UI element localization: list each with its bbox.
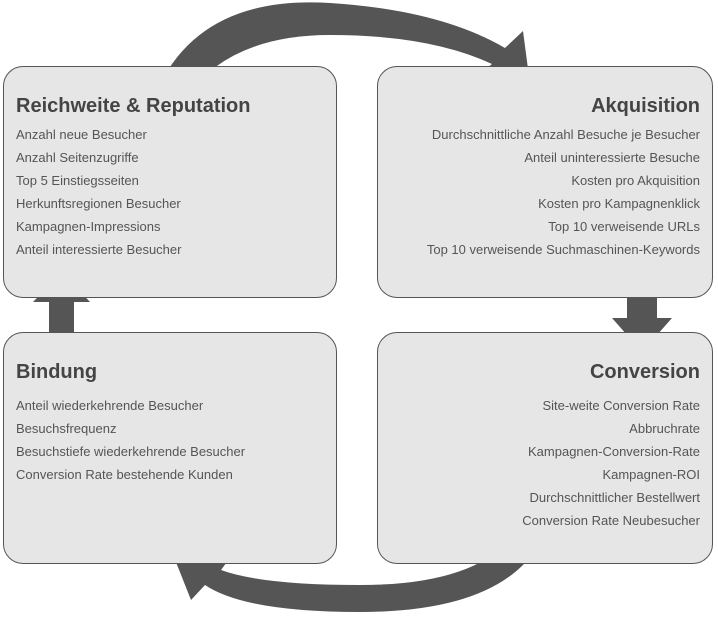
metric-item: Anteil wiederkehrende Besucher (16, 398, 204, 413)
metric-list: Site-weite Conversion Rate Abbruchrate K… (522, 397, 700, 535)
metric-item: Durchschnittlicher Bestellwert (529, 490, 700, 505)
metric-list: Anzahl neue Besucher Anzahl Seitenzugrif… (16, 126, 181, 264)
metric-item: Abbruchrate (629, 421, 700, 436)
box-title: Akquisition (591, 95, 700, 117)
box-title: Reichweite & Reputation (16, 95, 251, 117)
metric-item: Anteil uninteressierte Besuche (524, 150, 700, 165)
metric-list: Anteil wiederkehrende Besucher Besuchsfr… (16, 397, 245, 489)
box-conversion: Conversion Site-weite Conversion Rate Ab… (377, 332, 713, 564)
metric-item: Anzahl neue Besucher (16, 127, 147, 142)
metric-item: Top 10 verweisende Suchmaschinen-Keyword… (426, 242, 700, 257)
metric-item: Besuchstiefe wiederkehrende Besucher (16, 444, 246, 459)
metric-item: Besuchsfrequenz (16, 421, 117, 436)
metric-item: Kampagnen-Conversion-Rate (528, 444, 700, 459)
box-akquisition: Akquisition Durchschnittliche Anzahl Bes… (377, 66, 713, 298)
metric-item: Kosten pro Akquisition (571, 173, 700, 188)
metric-item: Anzahl Seitenzugriffe (16, 150, 139, 165)
metric-item: Conversion Rate bestehende Kunden (16, 467, 233, 482)
arrow-bottom (172, 530, 540, 612)
metric-item: Site-weite Conversion Rate (542, 398, 700, 413)
metric-item: Conversion Rate Neubesucher (522, 513, 700, 528)
metric-item: Durchschnittliche Anzahl Besuche je Besu… (431, 127, 700, 142)
metric-item: Herkunftsregionen Besucher (16, 196, 181, 211)
box-reichweite-reputation: Reichweite & Reputation Anzahl neue Besu… (3, 66, 337, 298)
metric-item: Kampagnen-Impressions (16, 219, 161, 234)
box-title: Bindung (16, 361, 98, 383)
metric-item: Kampagnen-ROI (602, 467, 700, 482)
metric-item: Top 10 verweisende URLs (548, 219, 700, 234)
metric-list: Durchschnittliche Anzahl Besuche je Besu… (427, 126, 700, 264)
box-title: Conversion (589, 361, 700, 383)
metric-item: Kosten pro Kampagnenklick (538, 196, 700, 211)
arrow-top (160, 2, 530, 98)
box-bindung: Bindung Anteil wiederkehrende Besucher B… (3, 332, 337, 564)
metric-item: Top 5 Einstiegsseiten (16, 173, 139, 188)
metric-item: Anteil interessierte Besucher (16, 242, 182, 257)
